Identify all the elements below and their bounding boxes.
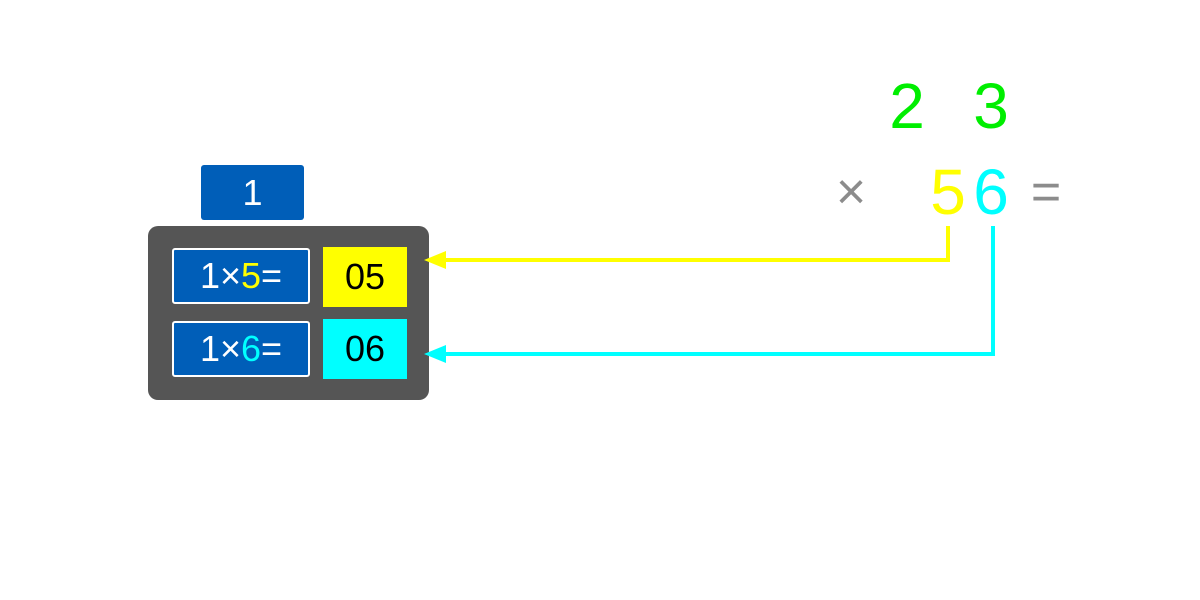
arrow-head-row-1 <box>424 251 446 269</box>
step-label-box: 1 <box>201 165 304 220</box>
row-1-digit: 5 <box>241 255 262 296</box>
step-label: 1 <box>242 171 263 213</box>
arrow-digit-5-to-row-1 <box>440 226 950 262</box>
arrow-head-row-2 <box>424 345 446 363</box>
row-2-lhs: 1 <box>199 328 220 369</box>
row-expression-1: 1×5= <box>172 248 310 304</box>
row-1-op: × <box>219 255 241 296</box>
row-2-digit: 6 <box>241 328 262 369</box>
times-sign: × <box>835 163 867 221</box>
multiplier-digit-ones: 6 <box>973 156 1009 228</box>
row-result-2: 06 <box>323 319 407 379</box>
row-1-result: 05 <box>344 256 386 297</box>
multiplicand-digit-tens: 2 <box>889 70 925 142</box>
row-1-lhs: 1 <box>199 255 220 296</box>
row-expression-2: 1×6= <box>172 321 310 377</box>
row-2-eq: = <box>261 328 283 369</box>
row-2-result: 06 <box>344 328 386 369</box>
row-result-1: 05 <box>323 247 407 307</box>
equals-sign: = <box>1030 163 1062 221</box>
multiplier-digit-tens: 5 <box>930 156 966 228</box>
row-2-op: × <box>219 328 241 369</box>
multiplicand-digit-ones: 3 <box>973 70 1009 142</box>
row-1-eq: = <box>261 255 283 296</box>
arrow-digit-6-to-row-2 <box>440 226 995 356</box>
